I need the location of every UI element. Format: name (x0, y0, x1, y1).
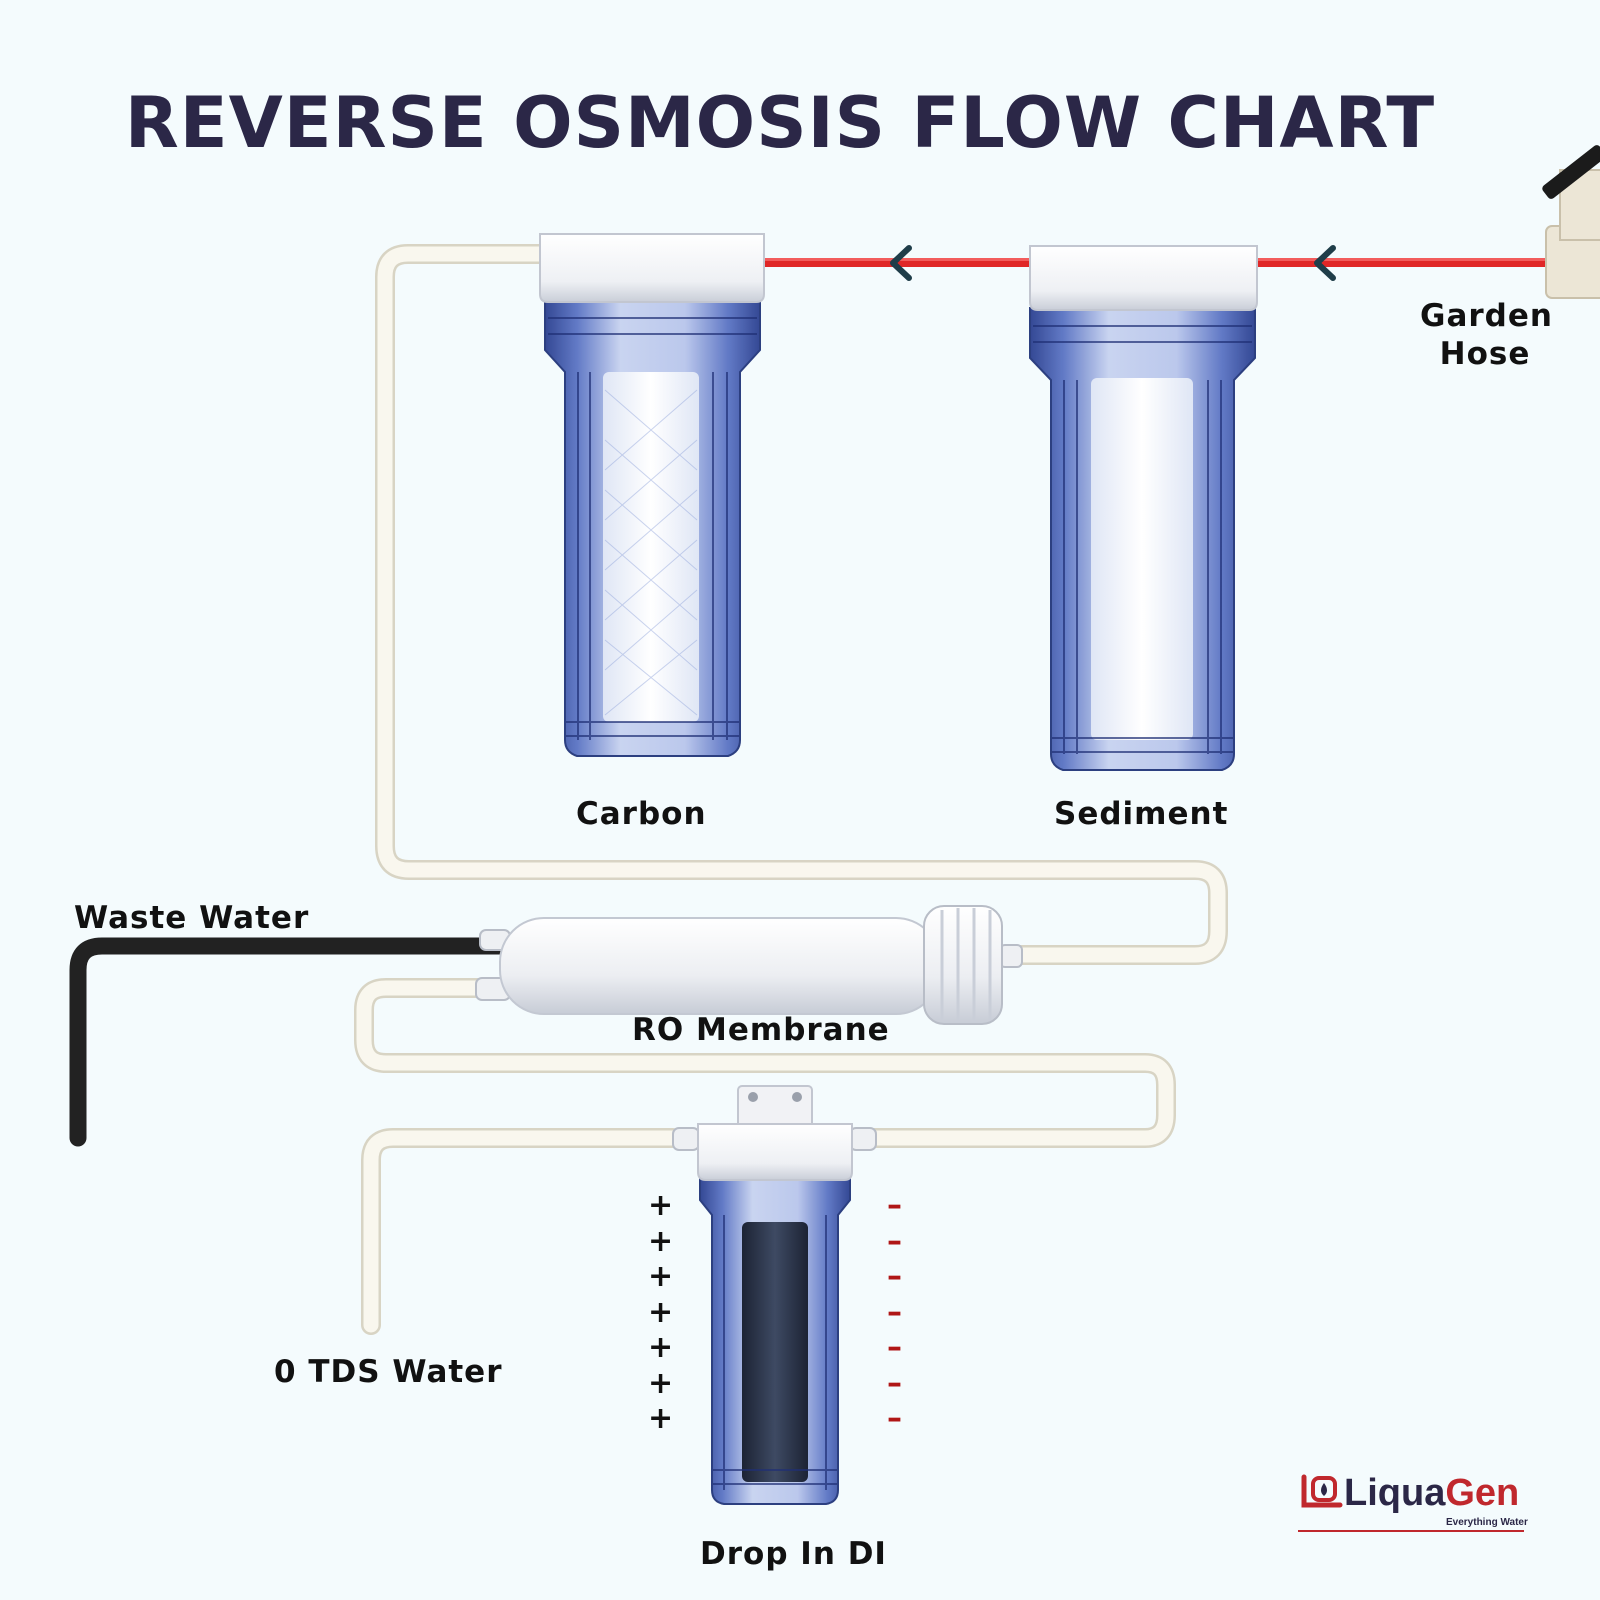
plus-sign: + (648, 1223, 674, 1259)
brand-name-part1: Liqua (1344, 1472, 1446, 1514)
brand-name-part2: Gen (1445, 1472, 1520, 1514)
carbon-filter-housing (539, 233, 765, 757)
plus-sign: + (648, 1188, 674, 1223)
ro-membrane-housing (475, 905, 1023, 1025)
brand-underline (1298, 1530, 1524, 1532)
plus-sign: + (648, 1330, 674, 1365)
waste-water-label: Waste Water (74, 900, 310, 936)
garden-hose-label-line1: Garden (1420, 298, 1553, 334)
minus-sign: – (887, 1259, 902, 1294)
positive-charges: + + + + + + + (648, 1188, 673, 1437)
drop-in-di-housing (672, 1085, 877, 1505)
drop-in-di-label: Drop In DI (700, 1536, 887, 1572)
flow-arrow-icon (890, 245, 912, 281)
garden-hose-label: Garden Hose (1420, 298, 1553, 372)
carbon-label: Carbon (576, 796, 707, 832)
carbon-cartridge (603, 372, 699, 722)
minus-sign: – (887, 1223, 902, 1259)
di-resin-cartridge (742, 1222, 808, 1482)
minus-sign: – (887, 1294, 902, 1330)
membrane-tube (499, 917, 941, 1015)
garden-hose-label-line2: Hose (1439, 336, 1531, 372)
waste-water-line (69, 937, 561, 1147)
brand-name: LiquaGen (1344, 1472, 1519, 1515)
minus-sign: – (887, 1188, 902, 1223)
page-title: REVERSE OSMOSIS FLOW CHART (124, 82, 1436, 164)
sediment-label: Sediment (1054, 796, 1229, 832)
minus-sign: – (887, 1330, 902, 1365)
sediment-cartridge (1091, 378, 1193, 740)
negative-charges: – – – – – – – (887, 1188, 902, 1437)
brand-tagline: Everything Water (1446, 1517, 1528, 1528)
minus-sign: – (887, 1365, 902, 1401)
liquagen-logo-icon (1301, 1474, 1343, 1508)
garden-hose-spigot (1542, 145, 1600, 299)
plus-sign: + (648, 1401, 674, 1436)
valve-handle-icon (1542, 145, 1600, 199)
white-tubing (354, 244, 1228, 1335)
plus-sign: + (648, 1365, 674, 1401)
zero-tds-label: 0 TDS Water (274, 1354, 503, 1390)
plus-sign: + (648, 1294, 674, 1330)
sediment-filter-housing (1029, 245, 1258, 771)
minus-sign: – (887, 1401, 902, 1436)
carbon-cap (539, 233, 765, 303)
flow-arrow-icon (1314, 245, 1336, 281)
plus-sign: + (648, 1259, 674, 1294)
ro-membrane-label: RO Membrane (632, 1012, 890, 1048)
di-cap (697, 1123, 853, 1181)
sediment-cap (1029, 245, 1258, 311)
